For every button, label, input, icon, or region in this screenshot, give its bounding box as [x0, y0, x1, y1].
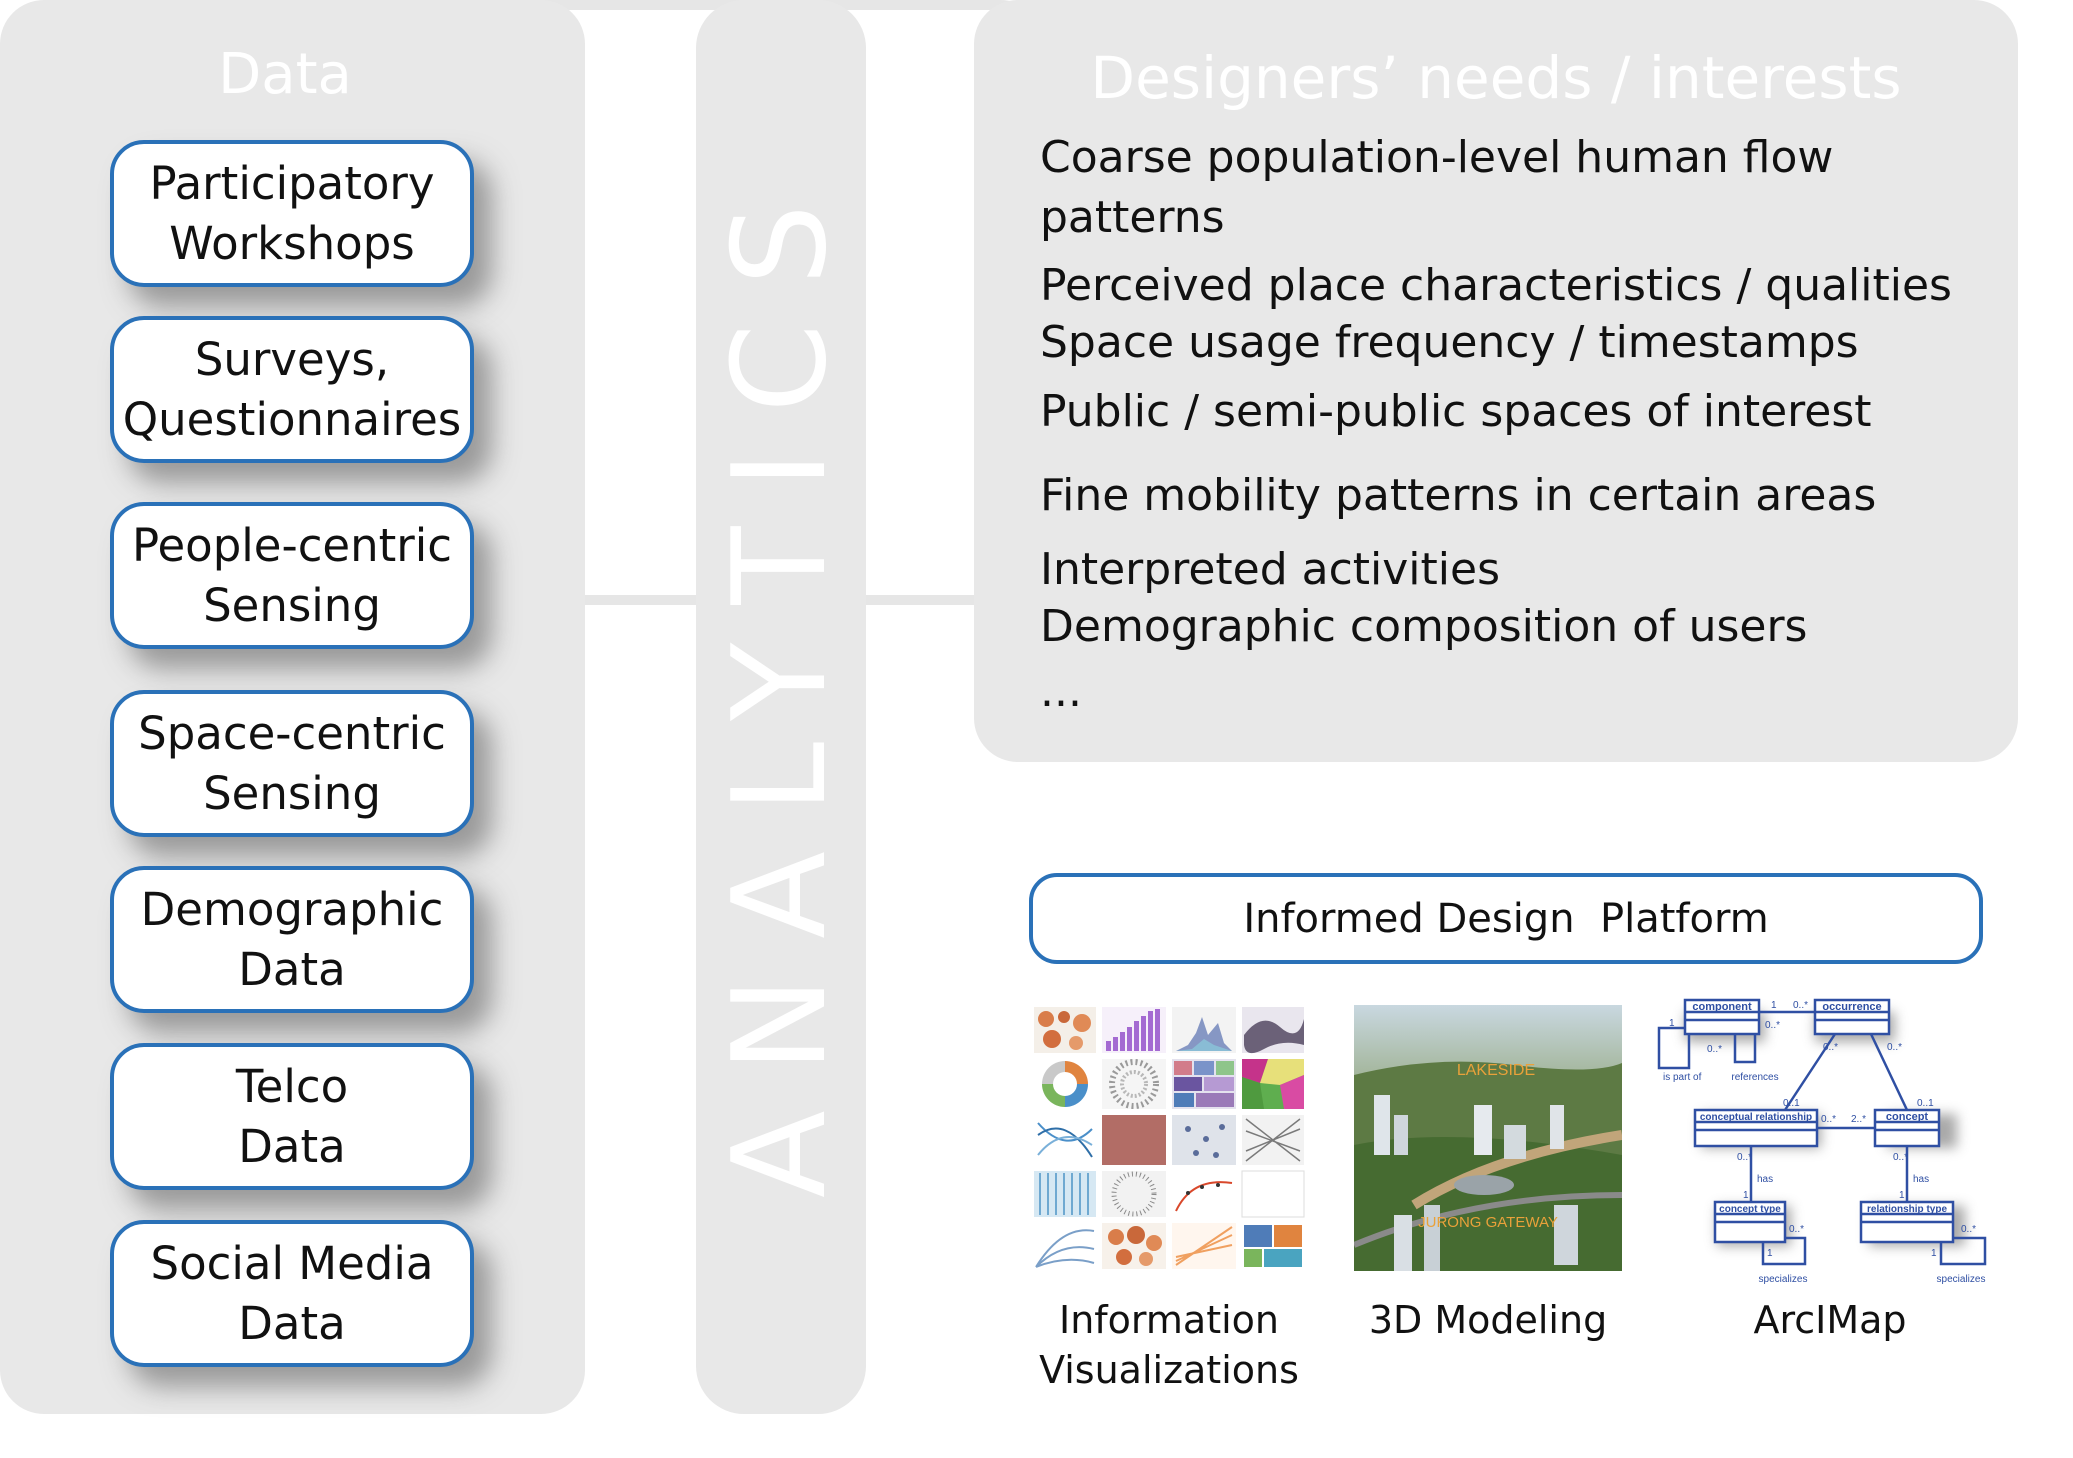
uml-multiplicity: 0..* [1707, 1044, 1722, 1055]
vis-tile [1102, 1115, 1166, 1165]
uml-multiplicity: 0..* [1887, 1042, 1902, 1053]
uml-multiplicity: 1 [1771, 1000, 1777, 1011]
uml-label: specializes [1759, 1274, 1808, 1285]
vis-tile [1172, 1007, 1236, 1053]
data-box-label: Social Media Data [150, 1236, 434, 1350]
uml-label: occurrence [1822, 1001, 1881, 1013]
vis-tile [1172, 1223, 1236, 1269]
jurong-gateway-map-label: JURONG GATEWAY [1418, 1214, 1558, 1231]
uml-connector [1761, 1236, 1807, 1266]
need-item: Fine mobility patterns in certain areas [1040, 470, 1877, 521]
need-item: Demographic composition of users [1040, 601, 1808, 652]
vis-tile [1172, 1059, 1236, 1109]
uml-label: relationship type [1867, 1204, 1947, 1215]
uml-label: component [1692, 1001, 1752, 1013]
data-box-participatory-workshops: Participatory Workshops [110, 140, 474, 287]
uml-multiplicity: 0..* [1823, 1042, 1838, 1053]
uml-multiplicity: 0..* [1893, 1152, 1908, 1163]
vis-tile [1034, 1115, 1096, 1165]
need-item: Space usage frequency / timestamps [1040, 317, 1859, 368]
uml-multiplicity: 1 [1899, 1190, 1905, 1201]
vis-tile [1172, 1171, 1236, 1217]
uml-box-component [1683, 998, 1761, 1036]
vis-tile [1242, 1115, 1304, 1165]
vis-tile [1102, 1171, 1166, 1217]
need-item: Coarse population-level human flow [1040, 132, 1834, 183]
analytics-label: ANALYTICS [706, 166, 855, 1198]
vis-tile [1241, 1170, 1305, 1218]
data-box-label: Telco Data [235, 1059, 349, 1173]
uml-multiplicity: 1 [1669, 1018, 1675, 1029]
need-item: Public / semi-public spaces of interest [1040, 386, 1872, 437]
vis-tile [1034, 1223, 1096, 1269]
uml-connector [1657, 1026, 1691, 1070]
uml-label: conceptual relationship [1700, 1112, 1812, 1123]
vis-tile [1102, 1223, 1166, 1269]
uml-label: has [1913, 1174, 1929, 1185]
vis-tile [1102, 1007, 1166, 1053]
data-box-space-centric-sensing: Space-centric Sensing [110, 690, 474, 837]
uml-multiplicity: 0..* [1789, 1224, 1804, 1235]
uml-label: specializes [1937, 1274, 1986, 1285]
uml-box-conceptual-relationship [1693, 1108, 1819, 1148]
needs-panel-title: Designers’ needs / interests [1090, 44, 1902, 112]
uml-multiplicity: 1 [1743, 1190, 1749, 1201]
uml-connector [1783, 1033, 1837, 1111]
uml-multiplicity: 1 [1931, 1248, 1937, 1259]
uml-multiplicity: 0..* [1961, 1224, 1976, 1235]
vis-tile [1102, 1059, 1166, 1109]
data-box-demographic-data: Demographic Data [110, 866, 474, 1013]
3d-modeling-caption: 3D Modeling [1368, 1298, 1608, 1342]
data-box-label: Demographic Data [140, 882, 444, 996]
uml-connector [1869, 1033, 1909, 1111]
arcimap-caption: ArcIMap [1753, 1298, 1907, 1342]
lakeside-map-label: LAKESIDE [1457, 1062, 1535, 1079]
vis-tile [1242, 1059, 1304, 1109]
uml-multiplicity: 2..* [1851, 1114, 1866, 1125]
uml-label: references [1731, 1072, 1778, 1083]
informed-design-platform-box: Informed Design Platform [1029, 873, 1983, 964]
data-box-label: Participatory Workshops [149, 156, 435, 270]
3d-modeling-image: LAKESIDE JURONG GATEWAY [1354, 1005, 1622, 1271]
uml-connector [1939, 1236, 1987, 1266]
data-box-label: People-centric Sensing [131, 518, 453, 632]
info-vis-collage-image [1032, 1005, 1306, 1271]
uml-label: is part of [1663, 1072, 1702, 1083]
analytics-panel [696, 0, 866, 1414]
data-box-telco-data: Telco Data [110, 1043, 474, 1190]
vis-tile [1034, 1007, 1096, 1053]
data-box-label: Space-centric Sensing [138, 706, 446, 820]
vis-tile [1242, 1007, 1304, 1054]
uml-multiplicity: 0..1 [1783, 1098, 1800, 1109]
uml-label: has [1757, 1174, 1773, 1185]
vis-tile [1242, 1223, 1304, 1269]
uml-multiplicity: 0..* [1793, 1000, 1808, 1011]
uml-connector [1733, 1034, 1757, 1064]
vis-tile [1034, 1171, 1096, 1217]
info-vis-caption: Information Visualizations [1039, 1298, 1299, 1392]
vis-tile [1172, 1115, 1236, 1165]
uml-multiplicity: 0..* [1737, 1152, 1752, 1163]
vis-tile [1034, 1059, 1096, 1109]
arcimap-uml-diagram: component occurrence conceptual relation… [1657, 998, 1987, 1285]
uml-multiplicity: 0..* [1765, 1020, 1780, 1031]
needs-panel: Designers’ needs / interests [974, 0, 2018, 762]
uml-label: concept [1886, 1111, 1929, 1123]
data-box-social-media-data: Social Media Data [110, 1220, 474, 1367]
need-item: Perceived place characteristics / qualit… [1040, 260, 1952, 311]
need-item: ... [1040, 666, 1082, 717]
uml-multiplicity: 0..* [1821, 1114, 1836, 1125]
data-box-people-centric-sensing: People-centric Sensing [110, 502, 474, 649]
need-item: Interpreted activities [1040, 544, 1501, 595]
data-box-surveys-questionnaires: Surveys, Questionnaires [110, 316, 474, 463]
uml-box-occurrence [1813, 998, 1891, 1036]
data-box-label: Surveys, Questionnaires [122, 332, 462, 446]
uml-label: concept type [1719, 1204, 1781, 1215]
uml-multiplicity: 1 [1767, 1248, 1773, 1259]
data-panel-title: Data [218, 42, 352, 107]
need-item: patterns [1040, 192, 1225, 243]
uml-multiplicity: 0..1 [1917, 1098, 1934, 1109]
